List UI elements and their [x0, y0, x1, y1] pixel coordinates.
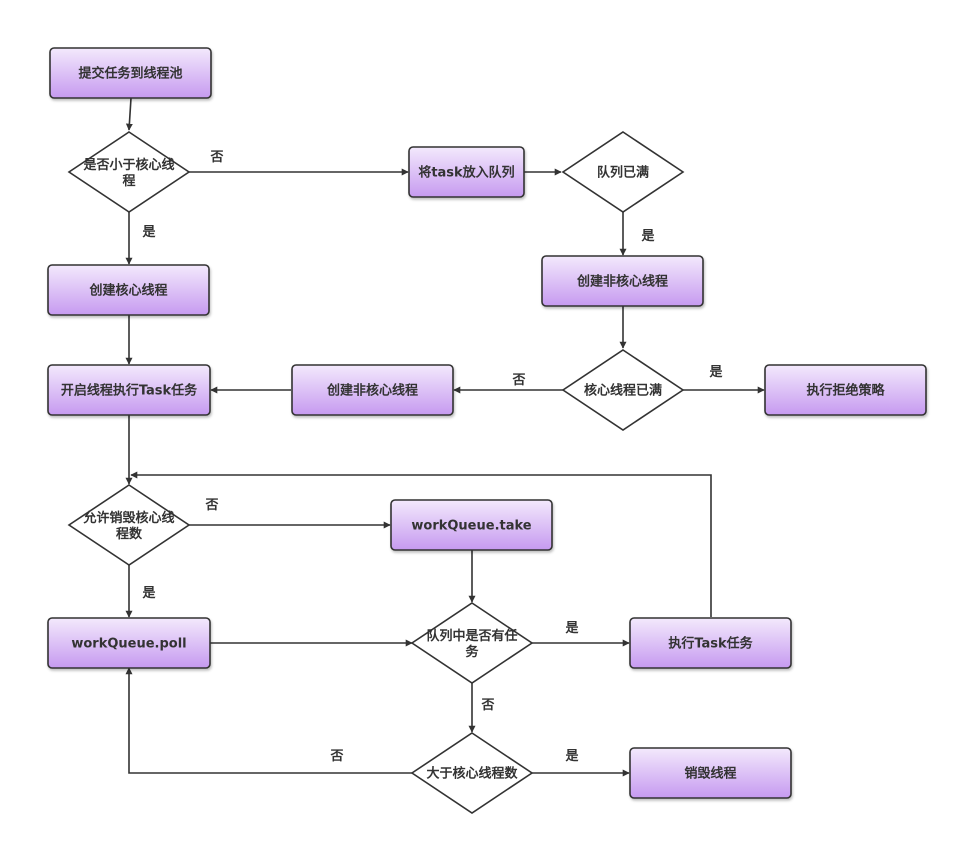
label-queue-full-yes: 是: [640, 229, 655, 244]
label-has-yes: 是: [564, 621, 579, 636]
edge-labels: 否 是 是 否 是 否 是 是 否 否 是: [141, 150, 723, 764]
edge-exec-loop-back: [130, 471, 712, 617]
decision-has-task-line1: 队列中是否有任: [426, 628, 517, 644]
decision-queue-full-label: 队列已满: [597, 165, 649, 181]
label-core-full-yes: 是: [708, 365, 723, 380]
decision-has-task[interactable]: 队列中是否有任 务: [410, 602, 534, 684]
label-lt-core-yes: 是: [141, 225, 156, 240]
label-allow-yes: 是: [141, 586, 156, 601]
node-take-label: workQueue.take: [411, 519, 531, 534]
node-destroy-label: 销毁线程: [684, 766, 736, 782]
edge-gt-no: [125, 667, 412, 774]
label-has-no: 否: [480, 698, 494, 713]
node-submit-label: 提交任务到线程池: [78, 66, 182, 82]
label-lt-core-no: 否: [209, 150, 223, 165]
node-create-noncore-b-label: 创建非核心线程: [326, 383, 418, 399]
node-queue-task-label: 将task放入队列: [418, 165, 514, 181]
label-allow-no: 否: [204, 498, 218, 513]
decision-has-task-line2: 务: [465, 644, 479, 660]
node-exec-task[interactable]: 执行Task任务: [629, 617, 792, 669]
edge-submit-to-lt-core: [125, 97, 133, 131]
decision-allow-destroy[interactable]: 允许销毁核心线 程数: [67, 484, 191, 566]
decision-core-full[interactable]: 核心线程已满: [561, 349, 685, 431]
node-destroy[interactable]: 销毁线程: [629, 747, 792, 799]
node-create-core[interactable]: 创建核心线程: [47, 264, 210, 316]
label-gt-no: 否: [329, 749, 343, 764]
node-start-thread[interactable]: 开启线程执行Task任务: [47, 364, 211, 416]
node-submit[interactable]: 提交任务到线程池: [49, 47, 212, 99]
label-core-full-no: 否: [511, 373, 525, 388]
node-exec-task-label: 执行Task任务: [668, 636, 753, 652]
label-gt-yes: 是: [564, 749, 579, 764]
node-create-noncore-a[interactable]: 创建非核心线程: [541, 255, 704, 307]
node-take[interactable]: workQueue.take: [390, 499, 553, 551]
node-create-noncore-a-label: 创建非核心线程: [576, 274, 668, 290]
edges: [125, 97, 765, 777]
decision-allow-destroy-line2: 程数: [116, 526, 143, 542]
node-create-core-label: 创建核心线程: [88, 283, 167, 299]
node-reject[interactable]: 执行拒绝策略: [764, 364, 927, 416]
decision-allow-destroy-line1: 允许销毁核心线: [82, 510, 174, 526]
decision-core-full-label: 核心线程已满: [584, 383, 662, 399]
decision-lt-core-line1: 是否小于核心线: [82, 157, 174, 173]
decision-queue-full[interactable]: 队列已满: [561, 131, 685, 213]
node-queue-task[interactable]: 将task放入队列: [408, 146, 525, 198]
decision-lt-core-line2: 程: [122, 174, 135, 189]
node-poll-label: workQueue.poll: [71, 637, 186, 652]
node-start-thread-label: 开启线程执行Task任务: [61, 383, 198, 399]
node-reject-label: 执行拒绝策略: [806, 383, 885, 399]
decision-gt-core[interactable]: 大于核心线程数: [410, 732, 534, 814]
node-poll[interactable]: workQueue.poll: [47, 617, 211, 669]
decision-lt-core[interactable]: 是否小于核心线 程: [67, 131, 191, 213]
node-create-noncore-b[interactable]: 创建非核心线程: [291, 364, 454, 416]
decision-gt-core-label: 大于核心线程数: [426, 766, 518, 782]
